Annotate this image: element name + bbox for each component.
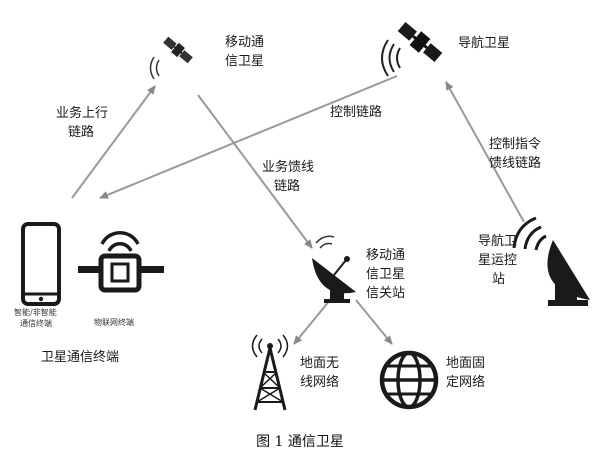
satellite-dish-icon bbox=[312, 256, 356, 303]
label-line: 信卫星 bbox=[225, 54, 265, 69]
label-line: 馈线链路 bbox=[489, 156, 542, 171]
label-line: 地面固 bbox=[446, 356, 486, 371]
smartphone-icon bbox=[21, 222, 61, 306]
label-line: 导航卫 bbox=[478, 234, 518, 249]
signal-waves-icon bbox=[512, 216, 547, 251]
feeder-link-label: 业务馈线 链路 bbox=[262, 158, 314, 196]
label-line: 信卫星 bbox=[366, 267, 406, 282]
label-line: 通信终端 bbox=[20, 319, 52, 328]
gateway-label: 移动通 信卫星 信关站 bbox=[366, 246, 405, 303]
terminal-group-label: 卫星通信终端 bbox=[41, 350, 120, 365]
label-line: 链路 bbox=[68, 125, 95, 140]
uplink-label: 业务上行 链路 bbox=[56, 104, 108, 142]
signal-waves-icon bbox=[315, 235, 335, 249]
navigation-satellite-label: 导航卫星 bbox=[458, 36, 511, 51]
label-line: 站 bbox=[492, 272, 506, 287]
control-station-label: 导航卫 星运控 站 bbox=[478, 232, 517, 289]
label-line: 业务馈线 bbox=[262, 160, 315, 175]
globe-icon bbox=[379, 350, 439, 410]
navigation-satellite-icon bbox=[397, 21, 443, 63]
label-line: 信关站 bbox=[366, 286, 406, 301]
ground-wireless-label: 地面无 线网络 bbox=[300, 354, 339, 392]
ground-station-icon bbox=[547, 240, 590, 306]
phone-label: 智能/非智能 通信终端 bbox=[14, 307, 57, 329]
command-feeder-arrow bbox=[445, 81, 525, 223]
mobile-satellite-label: 移动通 信卫星 bbox=[225, 33, 264, 71]
gateway-to-fixed-arrow bbox=[355, 299, 393, 345]
command-feeder-label: 控制指令 馈线链路 bbox=[489, 135, 541, 173]
label-line: 线网络 bbox=[300, 375, 340, 390]
gateway-to-wireless-arrow bbox=[293, 299, 331, 345]
signal-waves-icon bbox=[381, 39, 401, 77]
control-link-arrow bbox=[99, 75, 398, 199]
signal-waves-icon bbox=[149, 56, 160, 80]
feeder-link-arrow bbox=[197, 94, 313, 249]
figure-caption: 图 1 通信卫星 bbox=[256, 434, 344, 450]
control-link-label: 控制链路 bbox=[330, 105, 383, 120]
satellite-icon bbox=[163, 36, 193, 64]
label-line: 控制指令 bbox=[489, 137, 542, 152]
label-line: 业务上行 bbox=[56, 106, 109, 121]
label-line: 移动通 bbox=[225, 35, 265, 50]
label-line: 星运控 bbox=[478, 253, 518, 268]
iot-label: 物联网终端 bbox=[94, 318, 134, 327]
radio-tower-icon bbox=[251, 334, 289, 411]
label-line: 移动通 bbox=[366, 248, 406, 263]
label-line: 链路 bbox=[274, 179, 301, 194]
label-line: 定网络 bbox=[446, 375, 486, 390]
uplink-arrow bbox=[71, 85, 156, 199]
ground-fixed-label: 地面固 定网络 bbox=[446, 354, 485, 392]
iot-terminal-icon bbox=[78, 231, 164, 293]
label-line: 智能/非智能 bbox=[14, 308, 57, 317]
label-line: 地面无 bbox=[300, 356, 340, 371]
